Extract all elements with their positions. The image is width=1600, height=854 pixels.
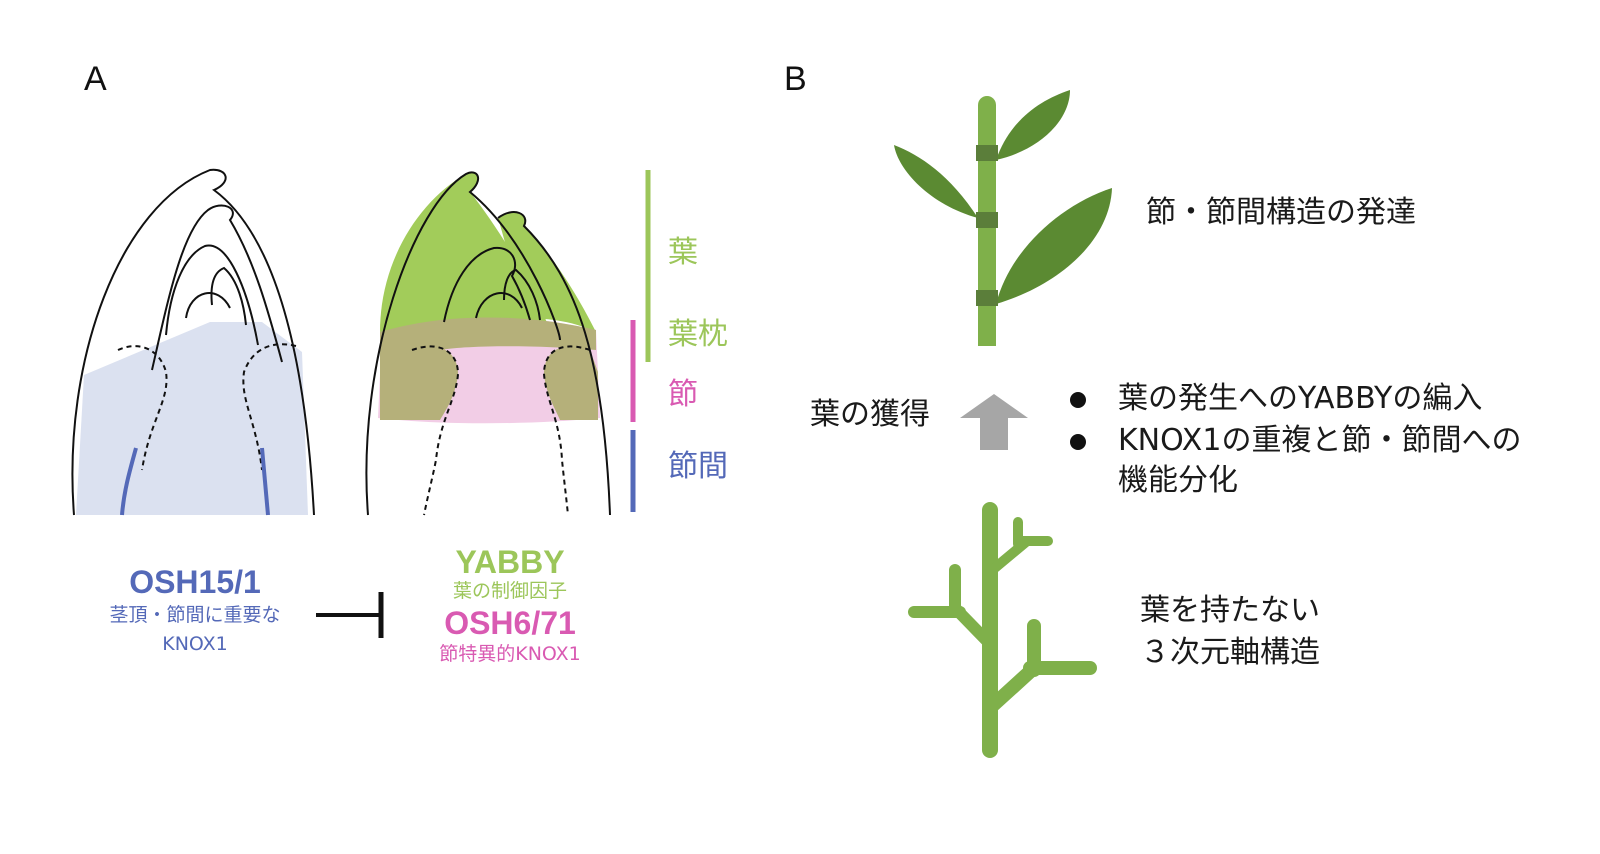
panel-a-label: A: [84, 60, 107, 98]
right-shoot-apex: [365, 171, 611, 516]
left-inner-leaf-1: [151, 204, 283, 371]
axis-branch-right: [983, 661, 1041, 715]
bottom-caption-2: ３次元軸構造: [1140, 635, 1320, 670]
right-meristem-dome: [475, 292, 523, 319]
leaf-upper-right: [996, 90, 1070, 160]
zone-label-node: 節: [668, 377, 698, 412]
gene-osh15: OSH15/1: [129, 564, 261, 600]
left-gene-group: OSH15/1 茎頂・節間に重要な KNOX1: [70, 566, 320, 654]
bullet-text-2-cont: 機能分化: [1118, 463, 1238, 498]
right-inner-leaf-1: [443, 246, 531, 323]
bullet-text-1: 葉の発生へのYABBYの編入: [1118, 381, 1483, 416]
panel-b-label: B: [784, 60, 807, 98]
right-inner-leaf-2: [503, 268, 541, 321]
bottom-caption-1: 葉を持たない: [1140, 593, 1320, 628]
gene-osh6-desc: 節特異的KNOX1: [439, 643, 581, 665]
bullet-dot-1: [1070, 392, 1086, 408]
left-dashed-base-left: [117, 345, 168, 471]
left-meristem-domain: [76, 322, 308, 515]
right-gene-group: YABBY 葉の制御因子 OSH6/71 節特異的KNOX1: [390, 546, 630, 664]
arrow-label: 葉の獲得: [810, 397, 930, 432]
right-olive-lobe-right: [544, 346, 598, 420]
gene-osh15-desc-1: 茎頂・節間に重要な: [109, 604, 281, 626]
node-band-2: [976, 212, 998, 228]
leafless-axis: [908, 502, 1097, 758]
right-dashed-base-right: [542, 345, 591, 516]
left-shoot-apex: [71, 168, 315, 516]
left-inner-leaf-2: [165, 244, 259, 346]
gene-osh15-desc-2: KNOX1: [162, 633, 228, 655]
right-olive-lobe-left: [380, 346, 458, 420]
top-caption: 節・節間構造の発達: [1146, 195, 1416, 230]
left-meristem-dome: [185, 292, 231, 319]
right-pulvinus-overlap: [380, 317, 596, 372]
leaf-lower-right: [996, 188, 1112, 304]
gene-osh6: OSH6/71: [444, 605, 576, 641]
left-dashed-base-right: [242, 343, 297, 471]
node-band-3: [976, 290, 998, 306]
left-inner-leaf-3: [210, 266, 247, 326]
leaf-left: [894, 145, 978, 218]
bullet-text-2: KNOX1の重複と節・節間への: [1118, 423, 1522, 458]
node-band-1: [976, 145, 998, 161]
left-vascular-strand-right: [260, 447, 270, 516]
left-outer-leaf: [71, 168, 315, 516]
right-inner-leaf-fill: [444, 247, 530, 322]
gene-yabby: YABBY: [455, 544, 565, 580]
gene-yabby-desc: 葉の制御因子: [452, 580, 567, 602]
zone-label-internode: 節間: [668, 449, 728, 484]
zone-label-leaf: 葉: [668, 235, 698, 270]
zone-label-pulvinus: 葉枕: [668, 317, 728, 352]
right-outer-leaf: [365, 171, 561, 516]
left-vascular-strand-left: [120, 447, 138, 516]
acquisition-arrow: [960, 394, 1028, 450]
leafy-shoot: [894, 90, 1112, 346]
right-outer-edge: [497, 211, 611, 516]
bullet-dot-2: [1070, 434, 1086, 450]
